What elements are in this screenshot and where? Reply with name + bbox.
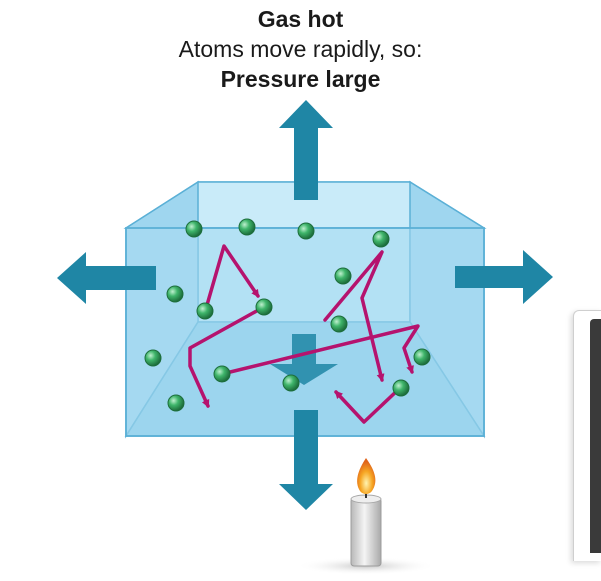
pressure-arrow-floor-icon bbox=[270, 334, 338, 385]
pressure-arrows bbox=[57, 100, 553, 510]
gas-atom-icon bbox=[166, 285, 184, 303]
pressure-arrow-right-icon bbox=[455, 250, 553, 304]
atom-trajectories bbox=[188, 244, 420, 424]
caption-conclusion: Pressure large bbox=[220, 66, 381, 92]
side-panel-header-strip bbox=[590, 319, 601, 553]
gas-atoms bbox=[144, 218, 431, 412]
diagram-caption: Gas hot Atoms move rapidly, so: Pressure… bbox=[0, 4, 601, 94]
gas-atom-icon bbox=[372, 230, 390, 248]
pressure-arrow-up-icon bbox=[279, 100, 333, 200]
pressure-arrow-down-icon bbox=[279, 410, 333, 510]
candle-icon bbox=[296, 458, 436, 575]
trajectory-path bbox=[220, 324, 420, 376]
gas-atom-icon bbox=[238, 218, 256, 236]
gas-atom-icon bbox=[167, 394, 185, 412]
container-front-face bbox=[125, 227, 485, 437]
flame-icon bbox=[357, 458, 376, 494]
caption-title: Gas hot bbox=[257, 6, 344, 32]
gas-atom-icon bbox=[196, 302, 214, 320]
gas-atom-icon bbox=[330, 315, 348, 333]
gas-atom-icon bbox=[255, 298, 273, 316]
gas-atom-icon bbox=[213, 365, 231, 383]
caption-subtitle: Atoms move rapidly, so: bbox=[178, 36, 423, 62]
gas-atom-icon bbox=[185, 220, 203, 238]
pressure-arrow-left-icon bbox=[57, 252, 156, 304]
gas-atom-icon bbox=[413, 348, 431, 366]
trajectory-path bbox=[334, 386, 402, 424]
trajectory-path bbox=[188, 306, 264, 408]
side-panel-edge bbox=[573, 310, 601, 561]
candle-body bbox=[350, 497, 382, 567]
gas-atom-icon bbox=[282, 374, 300, 392]
trajectory-path bbox=[323, 250, 385, 382]
trajectory-path bbox=[203, 244, 260, 314]
gas-atom-icon bbox=[144, 349, 162, 367]
gas-atom-icon bbox=[334, 267, 352, 285]
gas-atom-icon bbox=[297, 222, 315, 240]
gas-atom-icon bbox=[392, 379, 410, 397]
